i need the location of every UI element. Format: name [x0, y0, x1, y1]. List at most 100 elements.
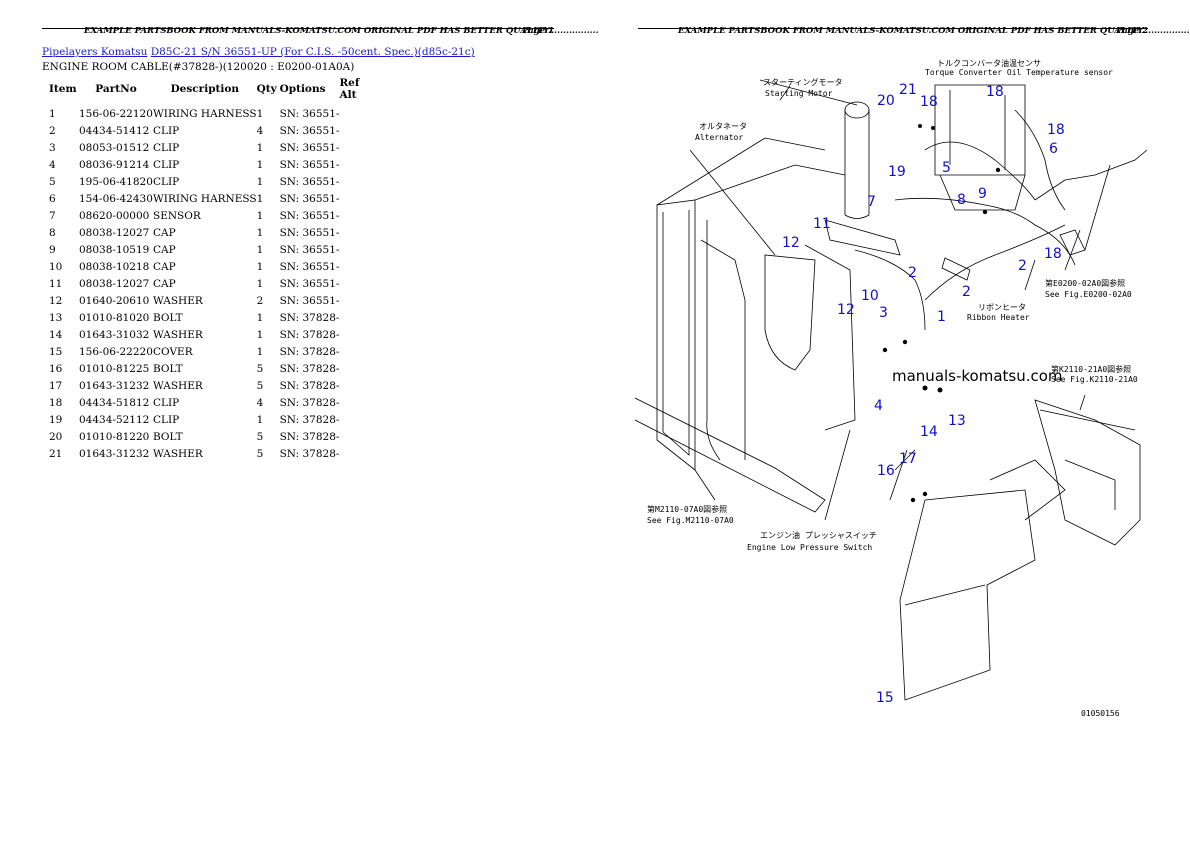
cell-description: BOLT: [153, 362, 183, 375]
cell-ref-alt: [339, 275, 379, 292]
cell-item: 9: [49, 243, 56, 256]
item-callout-16[interactable]: 16: [877, 463, 895, 479]
cell-qty: 2: [256, 294, 264, 307]
item-callout-18[interactable]: 18: [920, 94, 938, 110]
cell-description: BOLT: [153, 430, 183, 443]
cell-ref-alt: [339, 122, 379, 139]
cell-options: SN: 37828-: [279, 413, 340, 426]
item-callout-11[interactable]: 11: [813, 216, 831, 232]
cell-options: SN: 37828-: [279, 447, 340, 460]
cell-item: 3: [49, 141, 56, 154]
ribbon-heater-label-en: Ribbon Heater: [967, 313, 1030, 322]
cell-options: SN: 36551-: [279, 141, 340, 154]
alternator-label-jp: オルタネータ: [699, 122, 747, 131]
cell-partno: 01643-31232: [79, 447, 150, 460]
cell-description: CLIP: [153, 158, 180, 171]
cell-description: CLIP: [153, 175, 180, 188]
cell-options: SN: 36551-: [279, 175, 340, 188]
ref-k2110-label-en: See Fig.K2110-21A0: [1051, 375, 1138, 384]
cell-description: WASHER: [153, 328, 203, 341]
item-callout-2[interactable]: 2: [962, 284, 971, 300]
breadcrumb-link-brand[interactable]: Pipelayers Komatsu: [42, 46, 148, 58]
cell-item: 6: [49, 192, 56, 205]
cell-options: SN: 37828-: [279, 311, 340, 324]
cell-item: 15: [49, 345, 63, 358]
cell-partno: 08038-10218: [79, 260, 150, 273]
item-callout-21[interactable]: 21: [899, 82, 917, 98]
item-callout-4[interactable]: 4: [874, 398, 883, 414]
cell-partno: 04434-51412: [79, 124, 150, 137]
cell-partno: 08038-12027: [79, 277, 150, 290]
cell-qty: 1: [256, 311, 264, 324]
item-callout-19[interactable]: 19: [888, 164, 906, 180]
cell-qty: 1: [256, 277, 264, 290]
item-callout-12[interactable]: 12: [837, 302, 855, 318]
cell-options: SN: 37828-: [279, 328, 340, 341]
cell-ref-alt: [339, 428, 379, 445]
item-callout-5[interactable]: 5: [942, 160, 951, 176]
item-callout-2[interactable]: 2: [1018, 258, 1027, 274]
cell-options: SN: 37828-: [279, 345, 340, 358]
item-callout-18[interactable]: 18: [1047, 122, 1065, 138]
cell-options: SN: 36551-: [279, 124, 340, 137]
cell-qty: 4: [256, 396, 264, 409]
cell-ref-alt: [339, 445, 379, 462]
cell-item: 2: [49, 124, 56, 137]
alternator-label-en: Alternator: [695, 133, 743, 142]
cell-partno: 08053-01512: [79, 141, 150, 154]
breadcrumb-link-model[interactable]: D85C-21 S/N 36551-UP (For C.I.S. -50cent…: [150, 46, 475, 58]
cell-description: WASHER: [153, 294, 203, 307]
cell-qty: 1: [256, 243, 264, 256]
cell-qty: 1: [256, 209, 264, 222]
item-callout-12[interactable]: 12: [782, 235, 800, 251]
cell-ref-alt: [339, 258, 379, 275]
cell-item: 4: [49, 158, 56, 171]
item-callout-14[interactable]: 14: [920, 424, 938, 440]
parts-table: Item PartNo Description Qty Options Ref …: [44, 76, 379, 462]
item-callout-10[interactable]: 10: [861, 288, 879, 304]
item-callout-17[interactable]: 17: [899, 451, 917, 467]
item-callout-9[interactable]: 9: [978, 186, 987, 202]
starting-motor-label-en: Starting Motor: [765, 89, 833, 98]
cell-qty: 1: [256, 413, 264, 426]
cell-ref-alt: [339, 326, 379, 343]
cell-item: 19: [49, 413, 63, 426]
cell-options: SN: 36551-: [279, 107, 340, 120]
cell-qty: 1: [256, 192, 264, 205]
cell-ref-alt: [339, 224, 379, 241]
cell-description: CLIP: [153, 124, 180, 137]
item-callout-18[interactable]: 18: [986, 84, 1004, 100]
item-callout-20[interactable]: 20: [877, 93, 895, 109]
item-callout-3[interactable]: 3: [879, 305, 888, 321]
item-callout-8[interactable]: 8: [957, 192, 966, 208]
column-header-description: Description: [170, 83, 240, 95]
item-callout-1[interactable]: 1: [937, 309, 946, 325]
cell-partno: 01640-20610: [79, 294, 150, 307]
item-callout-13[interactable]: 13: [948, 413, 966, 429]
pressure-switch-label-jp: エンジン油 プレッシャスイッチ: [760, 530, 877, 540]
cell-partno: 04434-52112: [79, 413, 150, 426]
item-callout-2[interactable]: 2: [908, 265, 917, 281]
item-callout-15[interactable]: 15: [876, 690, 894, 706]
item-callout-7[interactable]: 7: [867, 194, 876, 210]
header-title: EXAMPLE PARTSBOOK FROM MANUALS-KOMATSU.C…: [678, 26, 1190, 36]
page-header: EXAMPLE PARTSBOOK FROM MANUALS-KOMATSU.C…: [638, 26, 1190, 36]
cell-item: 10: [49, 260, 63, 273]
cell-item: 18: [49, 396, 63, 409]
cell-description: CLIP: [153, 396, 180, 409]
cell-qty: 1: [256, 141, 264, 154]
cell-ref-alt: [339, 309, 379, 326]
cell-partno: 08036-91214: [79, 158, 150, 171]
cell-description: CAP: [153, 277, 176, 290]
item-callout-6[interactable]: 6: [1049, 141, 1058, 157]
cell-partno: 08038-12027: [79, 226, 150, 239]
column-header-partno: PartNo: [95, 83, 137, 95]
item-callout-18[interactable]: 18: [1044, 246, 1062, 262]
cell-description: CAP: [153, 243, 176, 256]
